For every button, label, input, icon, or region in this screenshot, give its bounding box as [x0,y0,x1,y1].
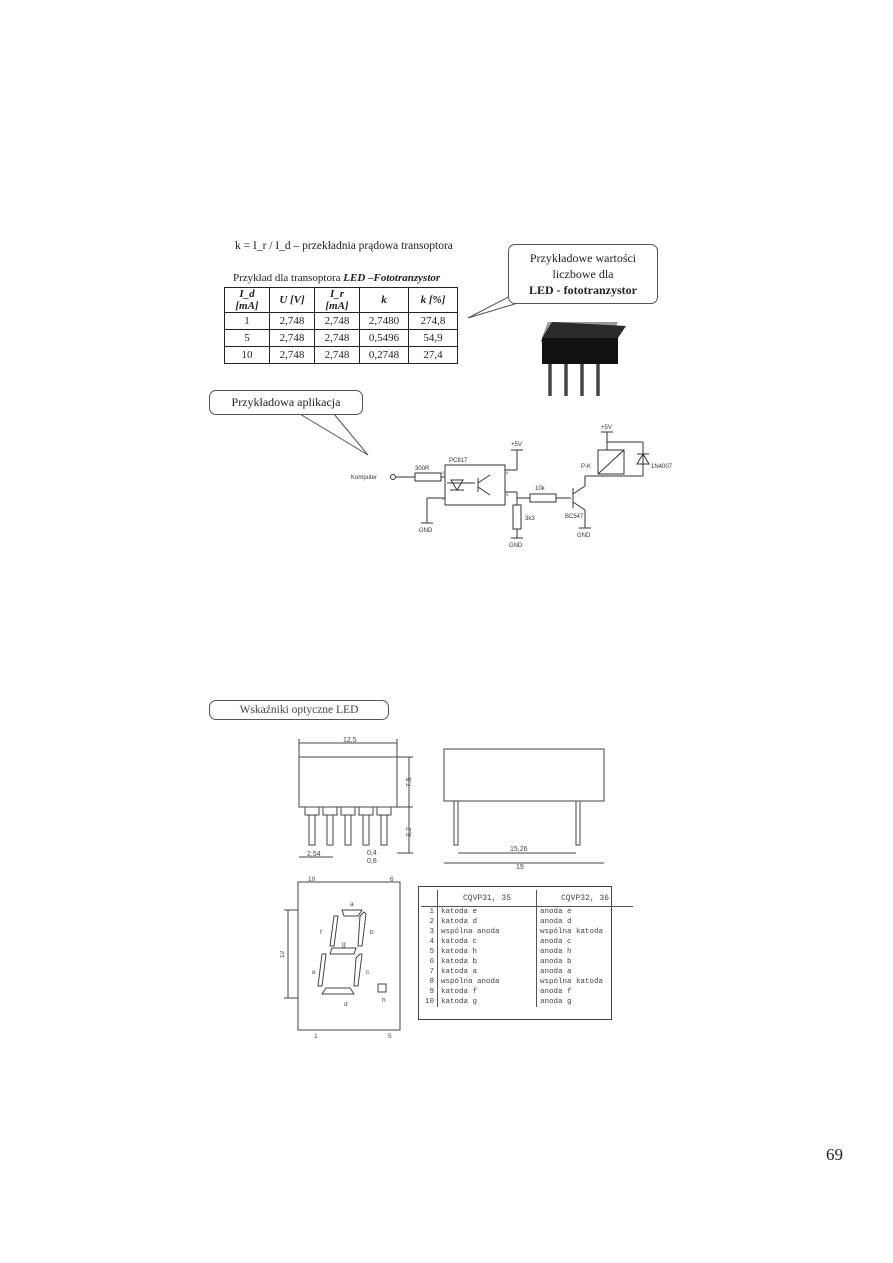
segment-d: d [344,1001,348,1008]
pin-bottom-right: 5 [388,1033,392,1040]
dim-d3: 15,26 [510,846,528,853]
pin-top-left: 10 [308,876,316,883]
table-cell: 10 [224,346,270,364]
dim-d4: 19 [516,864,524,871]
dim-d1: 0,4 [367,850,377,857]
dim-height: 7,5 [406,777,413,787]
display-side-dimension-drawing: 15,26 19 [443,748,605,871]
label-pin2: 2 [442,496,445,501]
callout-line2: liczbowe dla [552,267,614,281]
callout-line3: LED - fototranzystor [529,283,637,297]
callout-example-values: Przykładowe wartości liczbowe dla LED - … [508,244,658,304]
pin-col2-header: CQVP32, 36 [536,890,633,907]
label-optocoupler: PC817 [449,458,468,464]
table-caption-bold: LED –Fototranzystor [343,272,441,284]
dim-width: 12,5 [343,737,357,744]
table-caption-text: Przykład dla transoptora [233,272,341,284]
label-relay: P-K [581,464,591,470]
header-kpct: k [%] [408,287,458,313]
pin-table-frame [418,886,612,1020]
table-caption: Przykład dla transoptora LED –Fototranzy… [233,272,440,284]
pin-bottom-left: 1 [314,1033,318,1040]
label-diode: 1N4007 [651,464,673,470]
callout-application: Przykładowa aplikacja [209,390,363,415]
table-row: 10 2,748 2,748 0,2748 27,4 [224,346,458,364]
table-cell: 0,2748 [359,346,409,364]
segment-b: b [370,929,374,936]
segment-g: g [342,941,346,948]
table-cell: 2,748 [269,346,315,364]
table-cell: 2,748 [314,329,360,347]
label-gnd-right: GND [577,533,591,539]
label-supply2: +5V [601,425,612,431]
pin-table-header: CQVP31, 35 CQVP32, 36 [421,890,633,907]
label-resistor-pull: 3k3 [525,516,535,522]
segment-e: e [312,969,316,976]
label-gnd-mid: GND [509,543,523,549]
table-cell: 2,748 [314,346,360,364]
optocoupler-circuit-diagram: Komputer 300R PC817 +5V 10k 3k3 BC547 P-… [351,425,673,549]
label-resistor-in: 300R [415,466,430,472]
dim-digit-height: 12 [280,950,286,958]
label-gnd-left: GND [419,528,433,534]
header-ir: I_r [mA] [314,287,360,313]
label-transistor: BC547 [565,514,584,520]
segment-c: c [366,969,370,976]
segment-a: a [350,901,354,908]
formula-text: k = I_r / I_d – przekładnia prądowa tran… [235,240,453,252]
table-header-row: I_d [mA] U [V] I_r [mA] k k [%] [224,287,458,313]
dim-leg: 3,2 [406,827,413,837]
pin-col1-header: CQVP31, 35 [437,890,537,907]
label-resistor-base: 10k [535,486,546,492]
table-cell: 27,4 [408,346,458,364]
page-number: 69 [826,1145,843,1164]
label-pin1: 1 [442,470,445,475]
dip-chip-image [540,322,626,396]
seven-segment-digit-drawing: 10 6 1 5 12 a b c d e f g h [280,876,401,1040]
header-k: k [359,287,409,313]
callout-line1: Przykładowe wartości [529,251,637,265]
dim-pitch: 2,54 [307,851,321,858]
label-input: Komputer [351,475,377,481]
pin-top-right: 6 [390,876,394,883]
label-pin4: 4 [506,470,509,475]
label-pin3: 3 [506,492,509,497]
label-supply1: +5V [511,442,522,448]
segment-f: f [320,929,322,936]
table-row: 5 2,748 2,748 0,5496 54,9 [224,329,458,347]
display-front-dimension-drawing: 12,5 7,5 3,2 2,54 0,4 0,8 [298,737,413,865]
callout-led-indicators: Wskaźniki optyczne LED [209,700,389,720]
table-cell: 274,8 [408,312,458,330]
dim-d2: 0,8 [367,858,377,865]
ratio-table: I_d [mA] U [V] I_r [mA] k k [%] 1 2,748 … [224,287,458,364]
segment-h: h [382,997,386,1004]
